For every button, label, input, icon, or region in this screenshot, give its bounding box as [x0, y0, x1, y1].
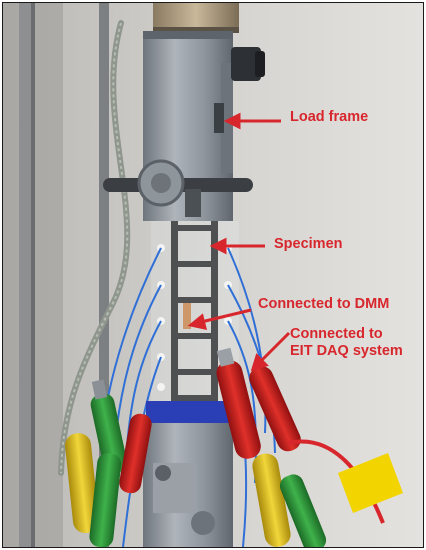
specimen-lattice: [171, 221, 218, 401]
label-connected-eit: Connected to EIT DAQ system: [290, 326, 403, 359]
strain-gauge: [183, 303, 191, 329]
lower-screw: [191, 511, 215, 535]
test-setup-photo: [3, 3, 423, 547]
clip-red-right2: [249, 366, 301, 452]
clip-yellow-left: [65, 433, 99, 534]
label-load-frame: Load frame: [290, 109, 369, 125]
clip-green: [90, 379, 128, 474]
crosshead-top: [153, 3, 239, 31]
lower-blue-block: [146, 401, 238, 425]
clip-yellow-right: [252, 453, 291, 547]
clip-red-right1: [216, 347, 261, 459]
left-column-rail-edge: [31, 3, 35, 547]
clip-green-right: [279, 474, 327, 547]
label-specimen: Specimen: [274, 236, 343, 252]
yellow-tag: [338, 453, 403, 513]
red-lead-wire: [287, 439, 385, 524]
second-column-rail: [99, 3, 109, 547]
annotation-arrows: [187, 112, 291, 372]
grip-knob: [231, 47, 261, 81]
clip-green-left2: [89, 453, 122, 547]
left-column-rail: [19, 3, 33, 547]
grip-slot: [214, 103, 224, 133]
clip-red-left: [119, 413, 152, 494]
label-connected-dmm: Connected to DMM: [258, 296, 390, 312]
